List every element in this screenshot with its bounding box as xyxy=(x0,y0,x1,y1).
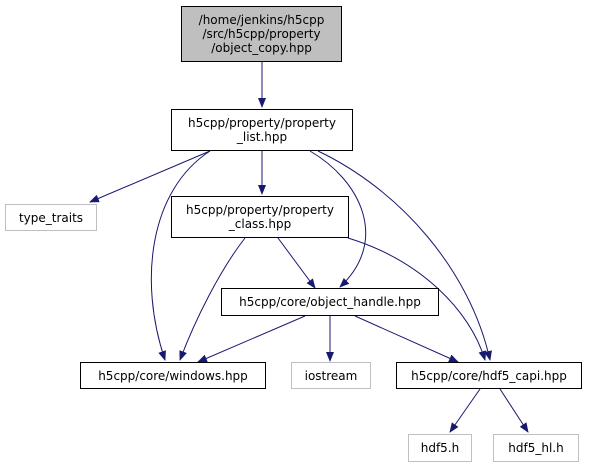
node-property-class[interactable]: h5cpp/property/property _class.hpp xyxy=(171,196,349,238)
edge-object-handle-to-windows xyxy=(197,315,306,363)
edge-property-class-to-object-handle xyxy=(277,237,316,289)
edge-hdf5-capi-to-hdf5-hl-h xyxy=(499,388,529,433)
node-iostream[interactable]: iostream xyxy=(291,362,371,389)
edge-property-list-to-type-traits xyxy=(89,150,211,203)
edge-property-class-to-windows xyxy=(179,237,246,361)
edge-object-handle-to-hdf5-capi xyxy=(354,315,459,363)
node-object-handle[interactable]: h5cpp/core/object_handle.hpp xyxy=(221,288,439,316)
node-type-traits[interactable]: type_traits xyxy=(5,204,97,231)
node-object-copy[interactable]: /home/jenkins/h5cpp /src/h5cpp/property … xyxy=(181,6,342,62)
edge-property-list-to-hdf5-capi xyxy=(317,150,492,361)
node-hdf5-h[interactable]: hdf5.h xyxy=(408,434,472,462)
edge-hdf5-capi-to-hdf5-h xyxy=(449,388,481,433)
node-property-list[interactable]: h5cpp/property/property _list.hpp xyxy=(171,109,353,151)
edge-property-list-to-windows xyxy=(150,150,211,361)
edge-property-list-to-object-handle xyxy=(309,150,367,288)
node-hdf5-capi[interactable]: h5cpp/core/hdf5_capi.hpp xyxy=(396,362,582,389)
node-hdf5-hl-h[interactable]: hdf5_hl.h xyxy=(493,434,579,462)
node-windows[interactable]: h5cpp/core/windows.hpp xyxy=(80,362,266,389)
